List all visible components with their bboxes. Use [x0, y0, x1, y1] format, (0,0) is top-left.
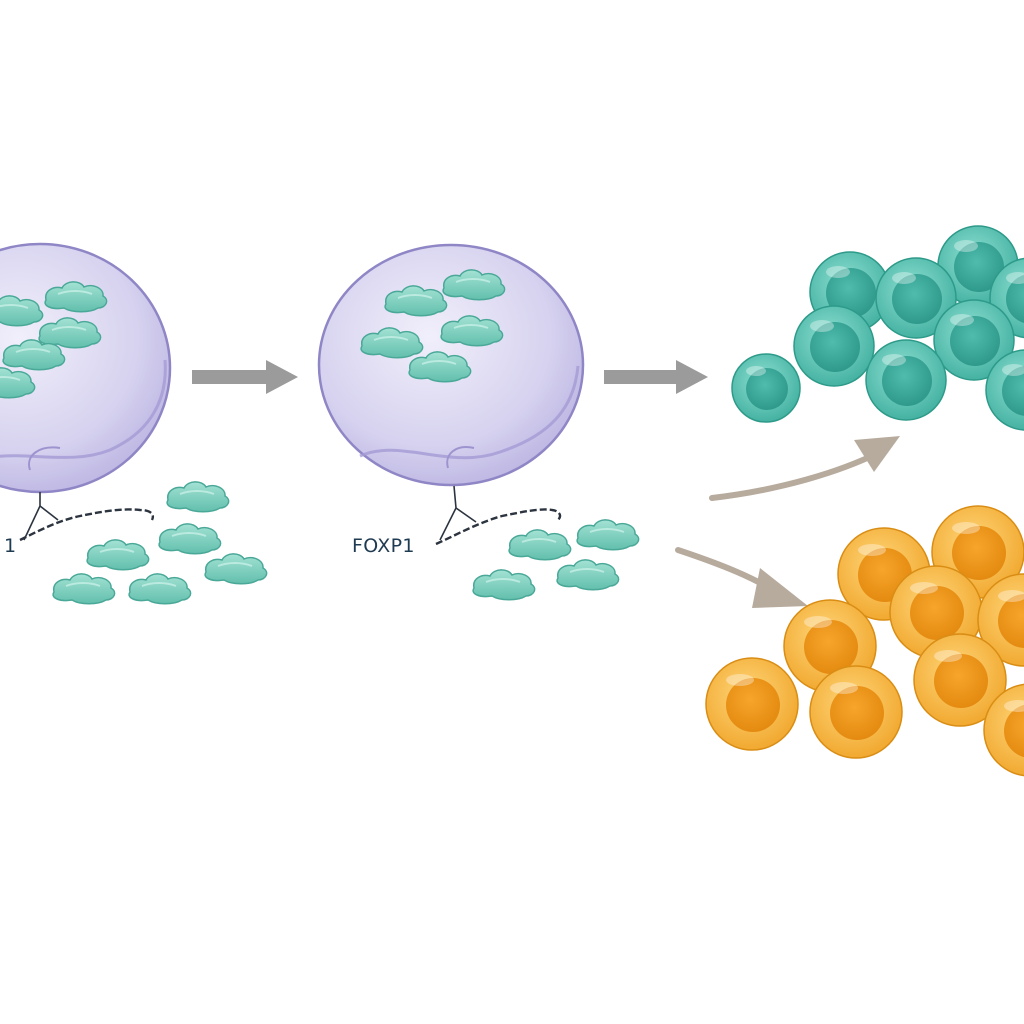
- cell-2-chromatin-chain: [435, 485, 562, 546]
- curved-arrow-to-orange: [675, 547, 808, 608]
- arrow-2: [604, 360, 708, 394]
- cell-1-cytoplasmic-proteins: [52, 480, 268, 605]
- cell-2-nuclear-fold: [359, 365, 580, 460]
- curved-arrow-to-teal: [709, 436, 900, 501]
- cell-2-gene-label: FOXP1: [352, 535, 415, 557]
- arrow-1: [192, 360, 298, 394]
- stem-cell-2: FOXP1: [317, 243, 640, 601]
- stem-cell-1: 1: [0, 242, 268, 605]
- cell-1-chromatin-chain: [19, 492, 154, 542]
- cell-1-gene-label: 1: [4, 535, 16, 557]
- cell-1-nuclear-fold: [0, 359, 167, 459]
- teal-cell-population: [731, 225, 1024, 431]
- cell-2-cytoplasmic-proteins: [472, 518, 640, 601]
- orange-cell-population: [705, 505, 1024, 777]
